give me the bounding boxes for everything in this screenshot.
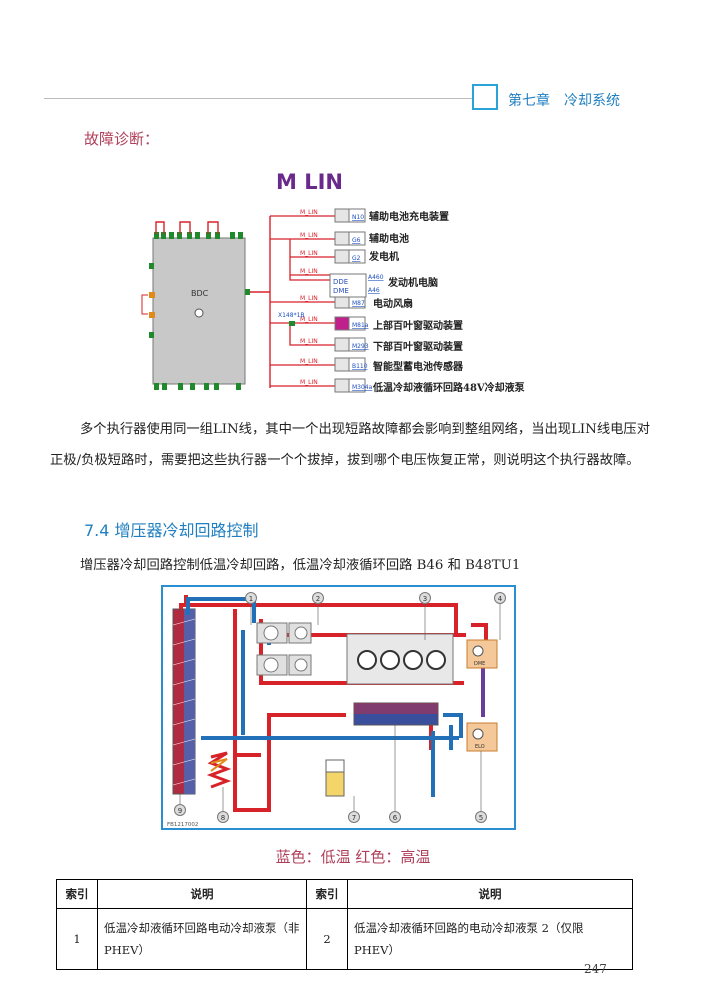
dme-label: DME <box>333 287 349 295</box>
svg-text:M_LIN: M_LIN <box>300 316 318 323</box>
bdc-label: BDC <box>191 289 209 298</box>
chapter-title: 第七章 冷却系统 <box>508 93 620 109</box>
svg-text:M_LIN: M_LIN <box>300 250 318 257</box>
device-name-m81a: 上部百叶窗驱动装置 <box>373 319 463 332</box>
svg-text:6: 6 <box>393 814 398 822</box>
svg-text:9: 9 <box>178 807 182 815</box>
bdc-top-pins <box>149 232 250 390</box>
svg-text:M81a: M81a <box>352 322 369 329</box>
device-name-a460: 发动机电脑 <box>387 276 438 289</box>
table-header-row: 索引 说明 索引 说明 <box>56 879 633 909</box>
svg-text:M_LIN: M_LIN <box>300 338 318 345</box>
device-name-g2: 发电机 <box>368 250 399 263</box>
device-name-b110: 智能型蓄电池传感器 <box>373 360 464 373</box>
svg-text:ELO: ELO <box>475 744 485 750</box>
section-7-4-heading: 7.4 增压器冷却回路控制 <box>84 521 259 540</box>
table-header-cell: 索引 <box>306 879 348 909</box>
svg-text:M_LIN: M_LIN <box>300 295 318 302</box>
device-name-g6: 辅助电池 <box>369 232 409 245</box>
lin-bus-diagram: M LIN BDC M_LIN M_LIN M_LIN M_LIN M_LIN … <box>141 170 526 394</box>
svg-text:A460: A460 <box>368 274 384 281</box>
section-7-4-intro: 增压器冷却回路控制低温冷却回路，低温冷却液循环回路 B46 和 B48TU1 <box>80 558 521 573</box>
device-name-m293: 下部百叶窗驱动装置 <box>373 340 463 353</box>
svg-text:N10: N10 <box>352 214 364 221</box>
device-name-m87: 电动风扇 <box>373 297 413 310</box>
svg-text:2: 2 <box>316 595 320 603</box>
svg-text:M_LIN: M_LIN <box>300 358 318 365</box>
svg-text:4: 4 <box>498 595 503 603</box>
table-cell: 低温冷却液循环回路的电动冷却液泵 2（仅限 PHEV） <box>347 908 633 970</box>
svg-text:M_LIN: M_LIN <box>300 268 318 275</box>
page-number: 247 <box>584 962 607 976</box>
svg-text:A46: A46 <box>368 287 380 294</box>
cooling-circuit-diagram: DME ELO 1 2 3 4 5 6 7 8 9 FB1217002 <box>161 585 516 830</box>
chapter-marker-shadow-icon <box>480 92 498 110</box>
table-cell: 1 <box>56 908 98 970</box>
fault-diagnosis-heading: 故障诊断： <box>84 130 160 148</box>
svg-text:1: 1 <box>249 595 253 603</box>
svg-text:M_LIN: M_LIN <box>300 379 318 386</box>
svg-text:M_LIN: M_LIN <box>300 209 318 216</box>
svg-text:G6: G6 <box>352 237 361 244</box>
svg-text:3: 3 <box>423 595 427 603</box>
device-name-n10: 辅助电池充电装置 <box>369 210 449 223</box>
svg-text:B110: B110 <box>352 363 368 370</box>
table-header-cell: 索引 <box>56 879 98 909</box>
svg-text:DME: DME <box>474 661 485 667</box>
bdc-node-icon <box>194 308 204 318</box>
table-header-cell: 说明 <box>347 879 633 909</box>
svg-text:G2: G2 <box>352 255 361 262</box>
table-cell: 低温冷却液循环回路电动冷却液泵（非 PHEV） <box>97 908 307 970</box>
lin-diagram-title: M LIN <box>276 170 343 194</box>
header-rule <box>44 98 474 99</box>
svg-text:M87: M87 <box>352 300 365 307</box>
figure-id: FB1217002 <box>167 822 198 828</box>
table-row: 1 低温冷却液循环回路电动冷却液泵（非 PHEV） 2 低温冷却液循环回路的电动… <box>56 908 633 970</box>
table-cell: 2 <box>306 908 348 970</box>
svg-text:7: 7 <box>352 814 356 822</box>
dme-module <box>466 639 498 669</box>
connector-label: X148*1B <box>278 312 305 319</box>
svg-text:M293: M293 <box>352 343 369 350</box>
svg-text:8: 8 <box>221 814 225 822</box>
color-legend-caption: 蓝色：低温 红色：高温 <box>275 848 431 866</box>
dde-label: DDE <box>333 278 348 286</box>
index-table: 索引 说明 索引 说明 1 低温冷却液循环回路电动冷却液泵（非 PHEV） 2 … <box>56 879 633 970</box>
svg-text:M304a: M304a <box>352 384 373 391</box>
device-name-m304a: 低温冷却液循环回路48V冷却液泵 <box>372 381 526 394</box>
svg-text:M_LIN: M_LIN <box>300 232 318 239</box>
lin-explanation-paragraph: 多个执行器使用同一组LIN线，其中一个出现短路故障都会影响到整组网络，当出现LI… <box>50 422 651 468</box>
svg-text:5: 5 <box>479 814 483 822</box>
heat-exchanger <box>206 751 232 789</box>
table-header-cell: 说明 <box>97 879 307 909</box>
